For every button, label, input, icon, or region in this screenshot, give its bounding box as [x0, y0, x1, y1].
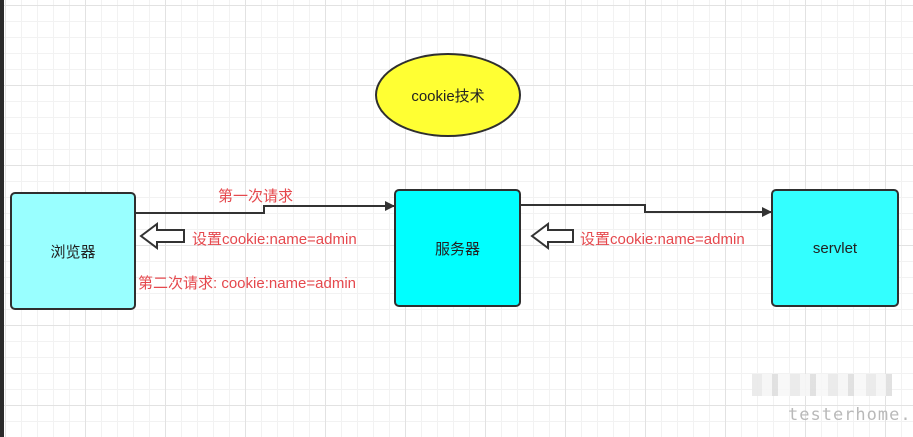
- server-to-servlet-arrow: [520, 204, 772, 217]
- blurred-watermark-area: [752, 374, 892, 396]
- site-watermark: testerhome.com: [788, 405, 913, 425]
- browser-label: 浏览器: [50, 243, 96, 261]
- set-cookie-server-hollow-arrow: [530, 222, 574, 250]
- diagram-title: cookie技术: [411, 87, 485, 105]
- set-cookie-server-label: 设置cookie:name=admin: [580, 231, 745, 248]
- window-left-border: [0, 0, 4, 437]
- set-cookie-browser-hollow-arrow: [139, 222, 185, 250]
- servlet-label: servlet: [812, 239, 858, 257]
- set-cookie-browser-label: 设置cookie:name=admin: [192, 231, 357, 248]
- browser-node: 浏览器: [10, 192, 136, 310]
- server-label: 服务器: [434, 240, 480, 258]
- first-request-label: 第一次请求: [218, 188, 294, 205]
- second-request-label: 第二次请求: cookie:name=admin: [138, 275, 356, 292]
- first-request-arrow: [136, 201, 395, 214]
- servlet-node: servlet: [771, 189, 899, 307]
- title-ellipse: cookie技术: [375, 53, 521, 137]
- server-node: 服务器: [394, 189, 521, 307]
